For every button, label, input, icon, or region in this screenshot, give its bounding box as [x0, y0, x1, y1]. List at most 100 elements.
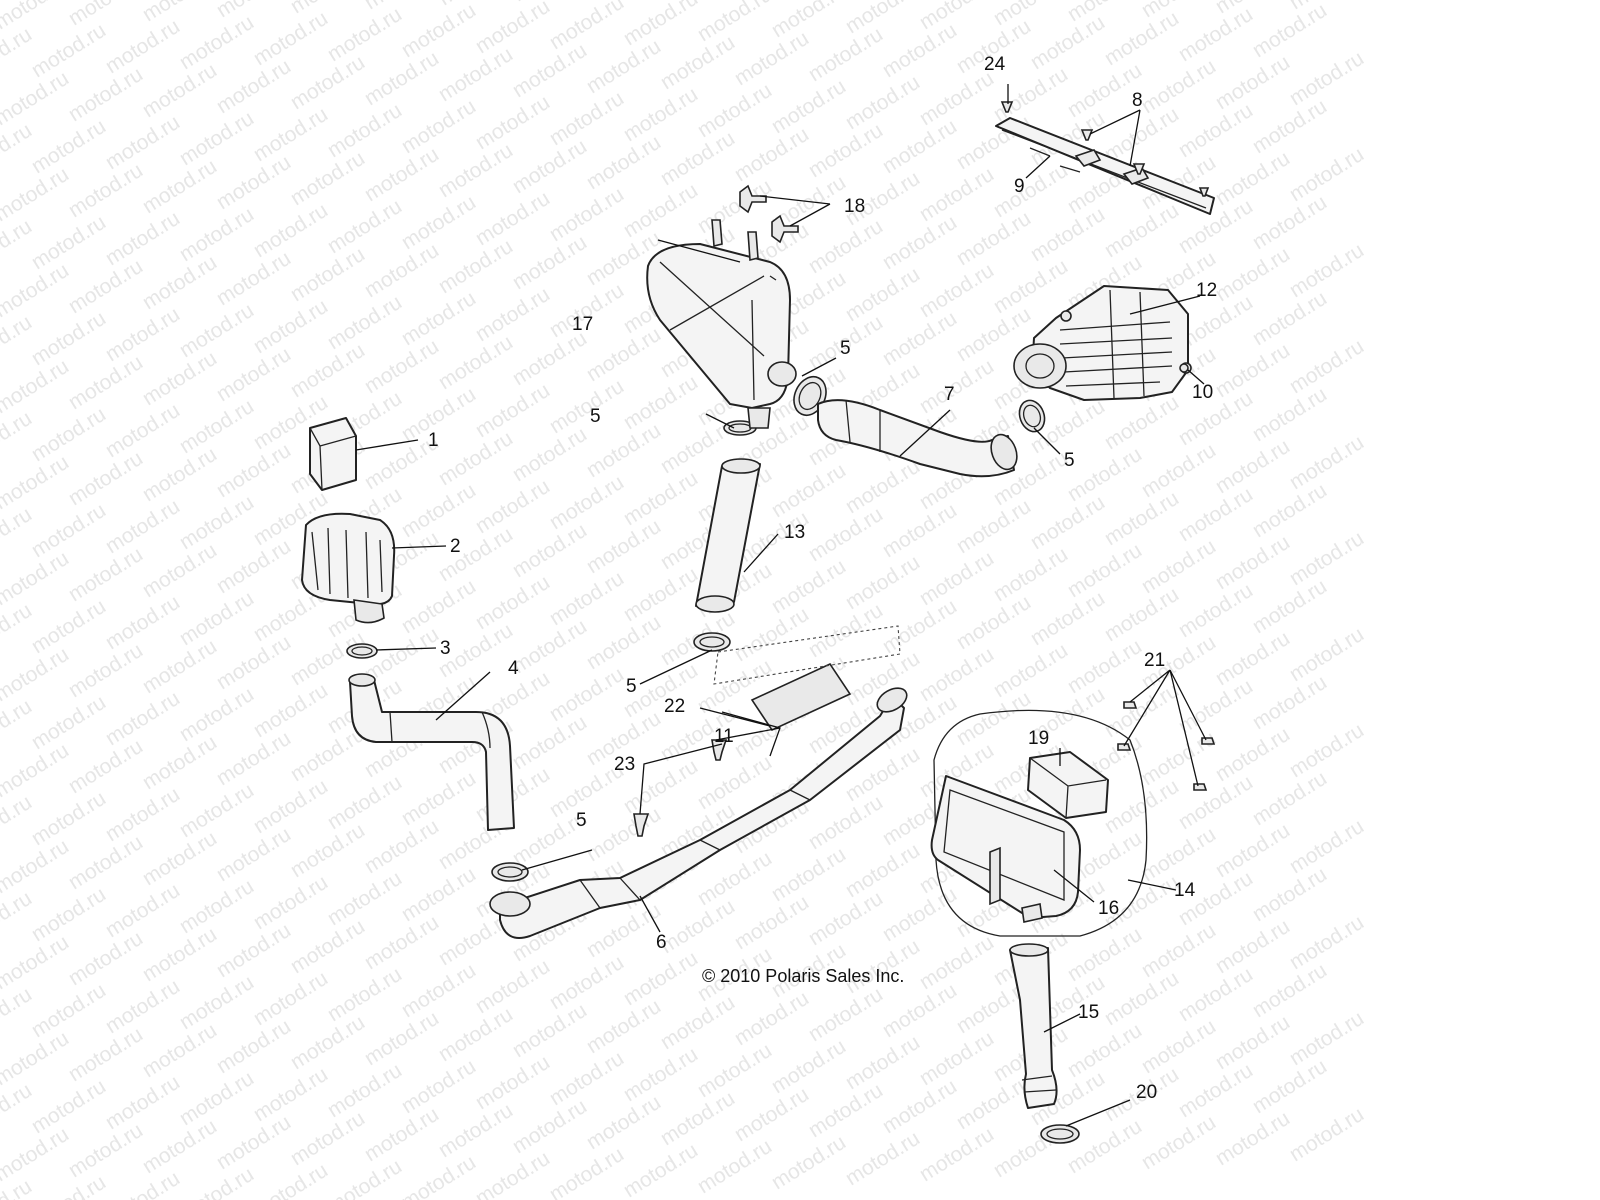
watermark-text: motod.ru: [1137, 1015, 1219, 1078]
watermark-text: motod.ru: [1211, 627, 1293, 690]
watermark-text: motod.ru: [1174, 771, 1256, 834]
watermark-text: motod.ru: [360, 47, 442, 110]
watermark-text: motod.ru: [212, 439, 294, 502]
watermark-text: motod.ru: [693, 1039, 775, 1102]
watermark-text: motod.ru: [1211, 339, 1293, 402]
watermark-text: motod.ru: [27, 979, 109, 1042]
watermark-text: motod.ru: [1137, 535, 1219, 598]
callout-18: 18: [844, 196, 865, 217]
watermark-text: motod.ru: [286, 915, 368, 978]
watermark-text: motod.ru: [804, 119, 886, 182]
watermark-text: motod.ru: [508, 423, 590, 486]
watermark-text: motod.ru: [767, 1035, 849, 1098]
watermark-text: motod.ru: [64, 447, 146, 510]
watermark-text: motod.ru: [1211, 723, 1293, 786]
watermark-text: motod.ru: [508, 519, 590, 582]
watermark-text: motod.ru: [989, 255, 1071, 318]
callout-21: 21: [1144, 650, 1165, 671]
part-3-clamp: [346, 643, 378, 659]
watermark-text: motod.ru: [1211, 243, 1293, 306]
watermark-text: motod.ru: [804, 983, 886, 1046]
watermark-text: motod.ru: [397, 1055, 479, 1118]
watermark-text: motod.ru: [804, 791, 886, 854]
watermark-text: motod.ru: [804, 887, 886, 950]
watermark-text: motod.ru: [1063, 0, 1145, 26]
watermark-text: motod.ru: [434, 1003, 516, 1066]
watermark-text: motod.ru: [545, 1143, 627, 1200]
watermark-text: motod.ru: [64, 159, 146, 222]
watermark-text: motod.ru: [138, 59, 220, 122]
watermark-text: motod.ru: [212, 55, 294, 118]
watermark-text: motod.ru: [1174, 579, 1256, 642]
callout-10: 10: [1192, 382, 1213, 403]
watermark-text: motod.ru: [1174, 483, 1256, 546]
watermark-text: motod.ru: [64, 639, 146, 702]
watermark-text: motod.ru: [212, 343, 294, 406]
watermark-text: motod.ru: [878, 883, 960, 946]
watermark-text: motod.ru: [175, 1163, 257, 1200]
callout-4: 4: [508, 658, 519, 679]
watermark-text: motod.ru: [841, 1031, 923, 1094]
watermark-text: motod.ru: [730, 1083, 812, 1146]
watermark-text: motod.ru: [804, 215, 886, 278]
watermark-text: motod.ru: [878, 979, 960, 1042]
watermark-text: motod.ru: [508, 327, 590, 390]
watermark-text: motod.ru: [878, 307, 960, 370]
watermark-text: motod.ru: [175, 1067, 257, 1130]
watermark-text: motod.ru: [175, 683, 257, 746]
watermark-text: motod.ru: [434, 523, 516, 586]
callout-14: 14: [1174, 880, 1196, 901]
watermark-text: motod.ru: [1211, 51, 1293, 114]
watermark-text: motod.ru: [989, 0, 1071, 30]
watermark-text: motod.ru: [1285, 623, 1367, 686]
watermark-text: motod.ru: [1248, 287, 1330, 350]
watermark-text: motod.ru: [360, 143, 442, 206]
watermark-text: motod.ru: [582, 131, 664, 194]
part-12-blower-motor: [1013, 285, 1192, 401]
watermark-text: motod.ru: [841, 71, 923, 134]
watermark-text: motod.ru: [582, 995, 664, 1058]
watermark-text: motod.ru: [64, 543, 146, 606]
watermark-text: motod.ru: [841, 0, 923, 38]
copyright-notice: © 2010 Polaris Sales Inc.: [702, 966, 904, 986]
part-7-hose: [817, 399, 1018, 478]
watermark-text: motod.ru: [397, 383, 479, 446]
watermark-text: motod.ru: [212, 823, 294, 886]
watermark-text: motod.ru: [175, 11, 257, 74]
watermark-text: motod.ru: [101, 591, 183, 654]
watermark-text: motod.ru: [989, 159, 1071, 222]
watermark-text: motod.ru: [101, 495, 183, 558]
watermark-text: motod.ru: [952, 687, 1034, 750]
watermark-text: motod.ru: [27, 883, 109, 946]
watermark-text: motod.ru: [1174, 675, 1256, 738]
watermark-text: motod.ru: [323, 291, 405, 354]
watermark-text: motod.ru: [582, 419, 664, 482]
watermark-text: motod.ru: [915, 259, 997, 322]
part-1-foam-block: [309, 417, 357, 491]
watermark-text: motod.ru: [582, 0, 664, 2]
watermark-text: motod.ru: [101, 111, 183, 174]
watermark-text: motod.ru: [27, 307, 109, 370]
watermark-text: motod.ru: [1248, 959, 1330, 1022]
part-15-duct: [1009, 943, 1058, 1109]
callout-17: 17: [572, 314, 593, 335]
watermark-text: motod.ru: [619, 371, 701, 434]
part-13-duct: [695, 458, 761, 613]
watermark-text: motod.ru: [952, 207, 1034, 270]
watermark-text: motod.ru: [1063, 1115, 1145, 1178]
callout-23: 23: [614, 754, 635, 775]
watermark-text: motod.ru: [545, 0, 627, 54]
watermark-text: motod.ru: [1174, 1059, 1256, 1122]
watermark-text: motod.ru: [212, 535, 294, 598]
watermark-text: motod.ru: [619, 947, 701, 1010]
watermark-text: motod.ru: [249, 1063, 331, 1126]
watermark-text: motod.ru: [323, 1155, 405, 1200]
part-4-elbow-duct: [348, 673, 515, 831]
watermark-text: motod.ru: [1211, 435, 1293, 498]
watermark-text: motod.ru: [249, 679, 331, 742]
watermark-text: motod.ru: [619, 467, 701, 530]
watermark-text: motod.ru: [64, 63, 146, 126]
watermark-text: motod.ru: [804, 23, 886, 86]
watermark-text: motod.ru: [767, 1131, 849, 1194]
